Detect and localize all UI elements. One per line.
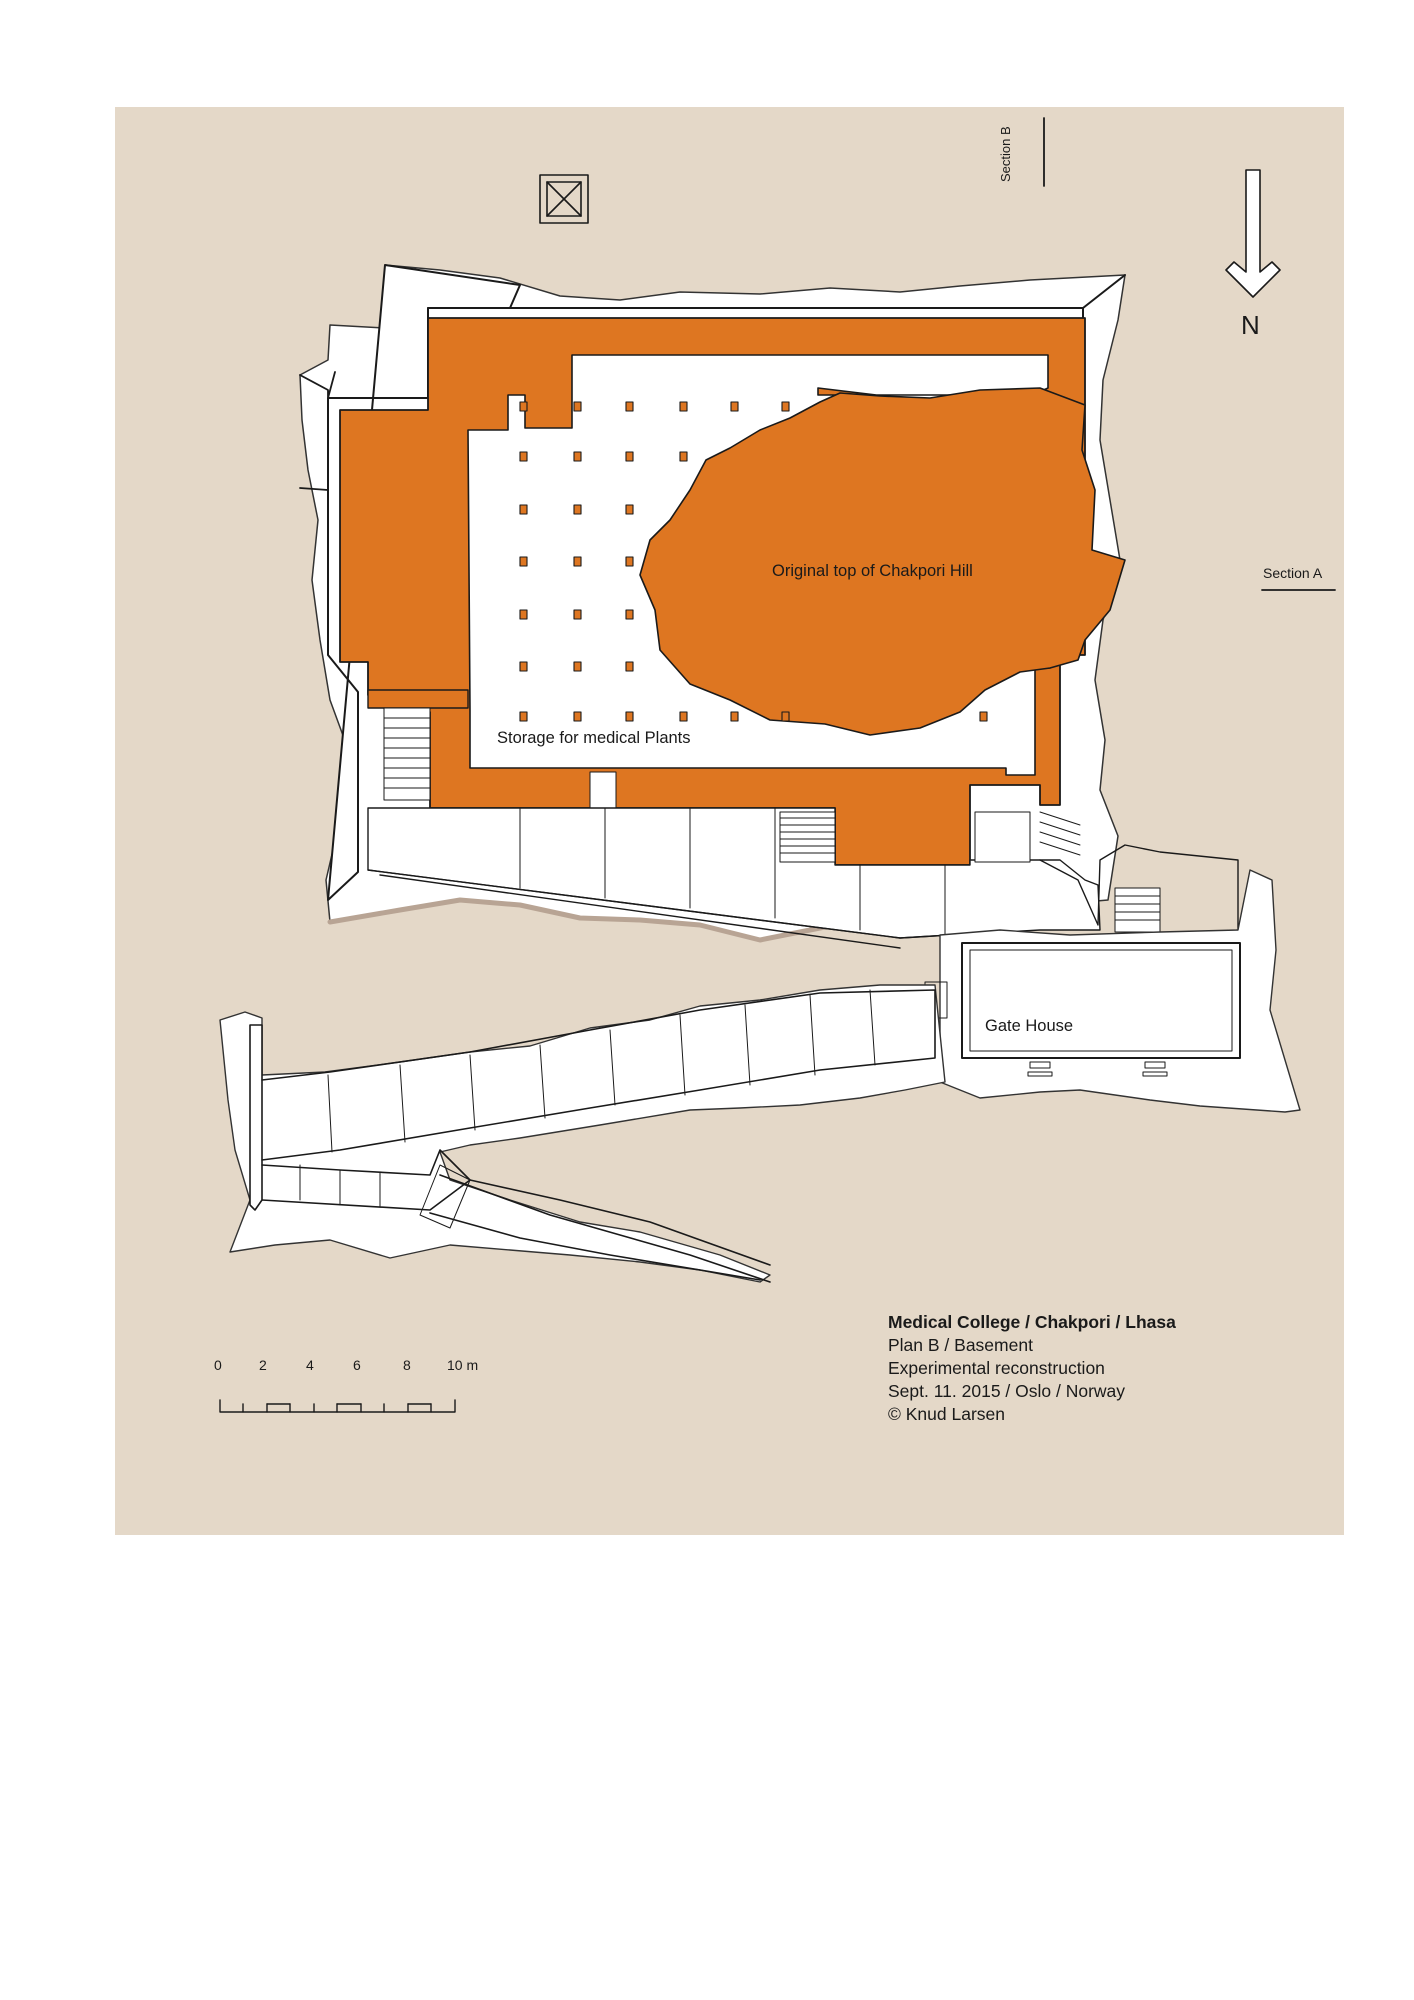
scale-bar — [219, 1399, 456, 1413]
title-block: Medical College / Chakpori / Lhasa Plan … — [888, 1311, 1176, 1426]
title-line-5: © Knud Larsen — [888, 1404, 1005, 1424]
drawing-sheet: Section B Section A N Original top of Ch… — [115, 107, 1344, 1535]
survey-marker-icon — [539, 174, 589, 224]
gate-house-outline — [961, 942, 1241, 1059]
scale-tick-label: 6 — [353, 1357, 361, 1373]
title-line-1: Medical College / Chakpori / Lhasa — [888, 1312, 1176, 1332]
scale-tick-label: 8 — [403, 1357, 411, 1373]
scale-tick-label: 0 — [214, 1357, 222, 1373]
storage-label: Storage for medical Plants — [497, 729, 691, 747]
title-line-4: Sept. 11. 2015 / Oslo / Norway — [888, 1381, 1126, 1401]
ramp-paper-patch — [219, 984, 946, 1283]
section-a-label: Section A — [1263, 565, 1323, 581]
gate-house-label: Gate House — [985, 1017, 1074, 1035]
north-arrow-icon — [1225, 169, 1281, 298]
section-b-label: Section B — [998, 126, 1013, 182]
title-line-2: Plan B / Basement — [888, 1335, 1033, 1355]
hill-outcrop — [639, 387, 1126, 736]
scale-tick-label: 10 m — [447, 1357, 479, 1373]
floor-plan — [219, 117, 1336, 1413]
title-line-3: Experimental reconstruction — [888, 1358, 1105, 1378]
north-label: N — [1241, 310, 1260, 340]
scale-tick-label: 2 — [259, 1357, 267, 1373]
hill-label: Original top of Chakpori Hill — [772, 562, 973, 580]
scale-tick-label: 4 — [306, 1357, 314, 1373]
